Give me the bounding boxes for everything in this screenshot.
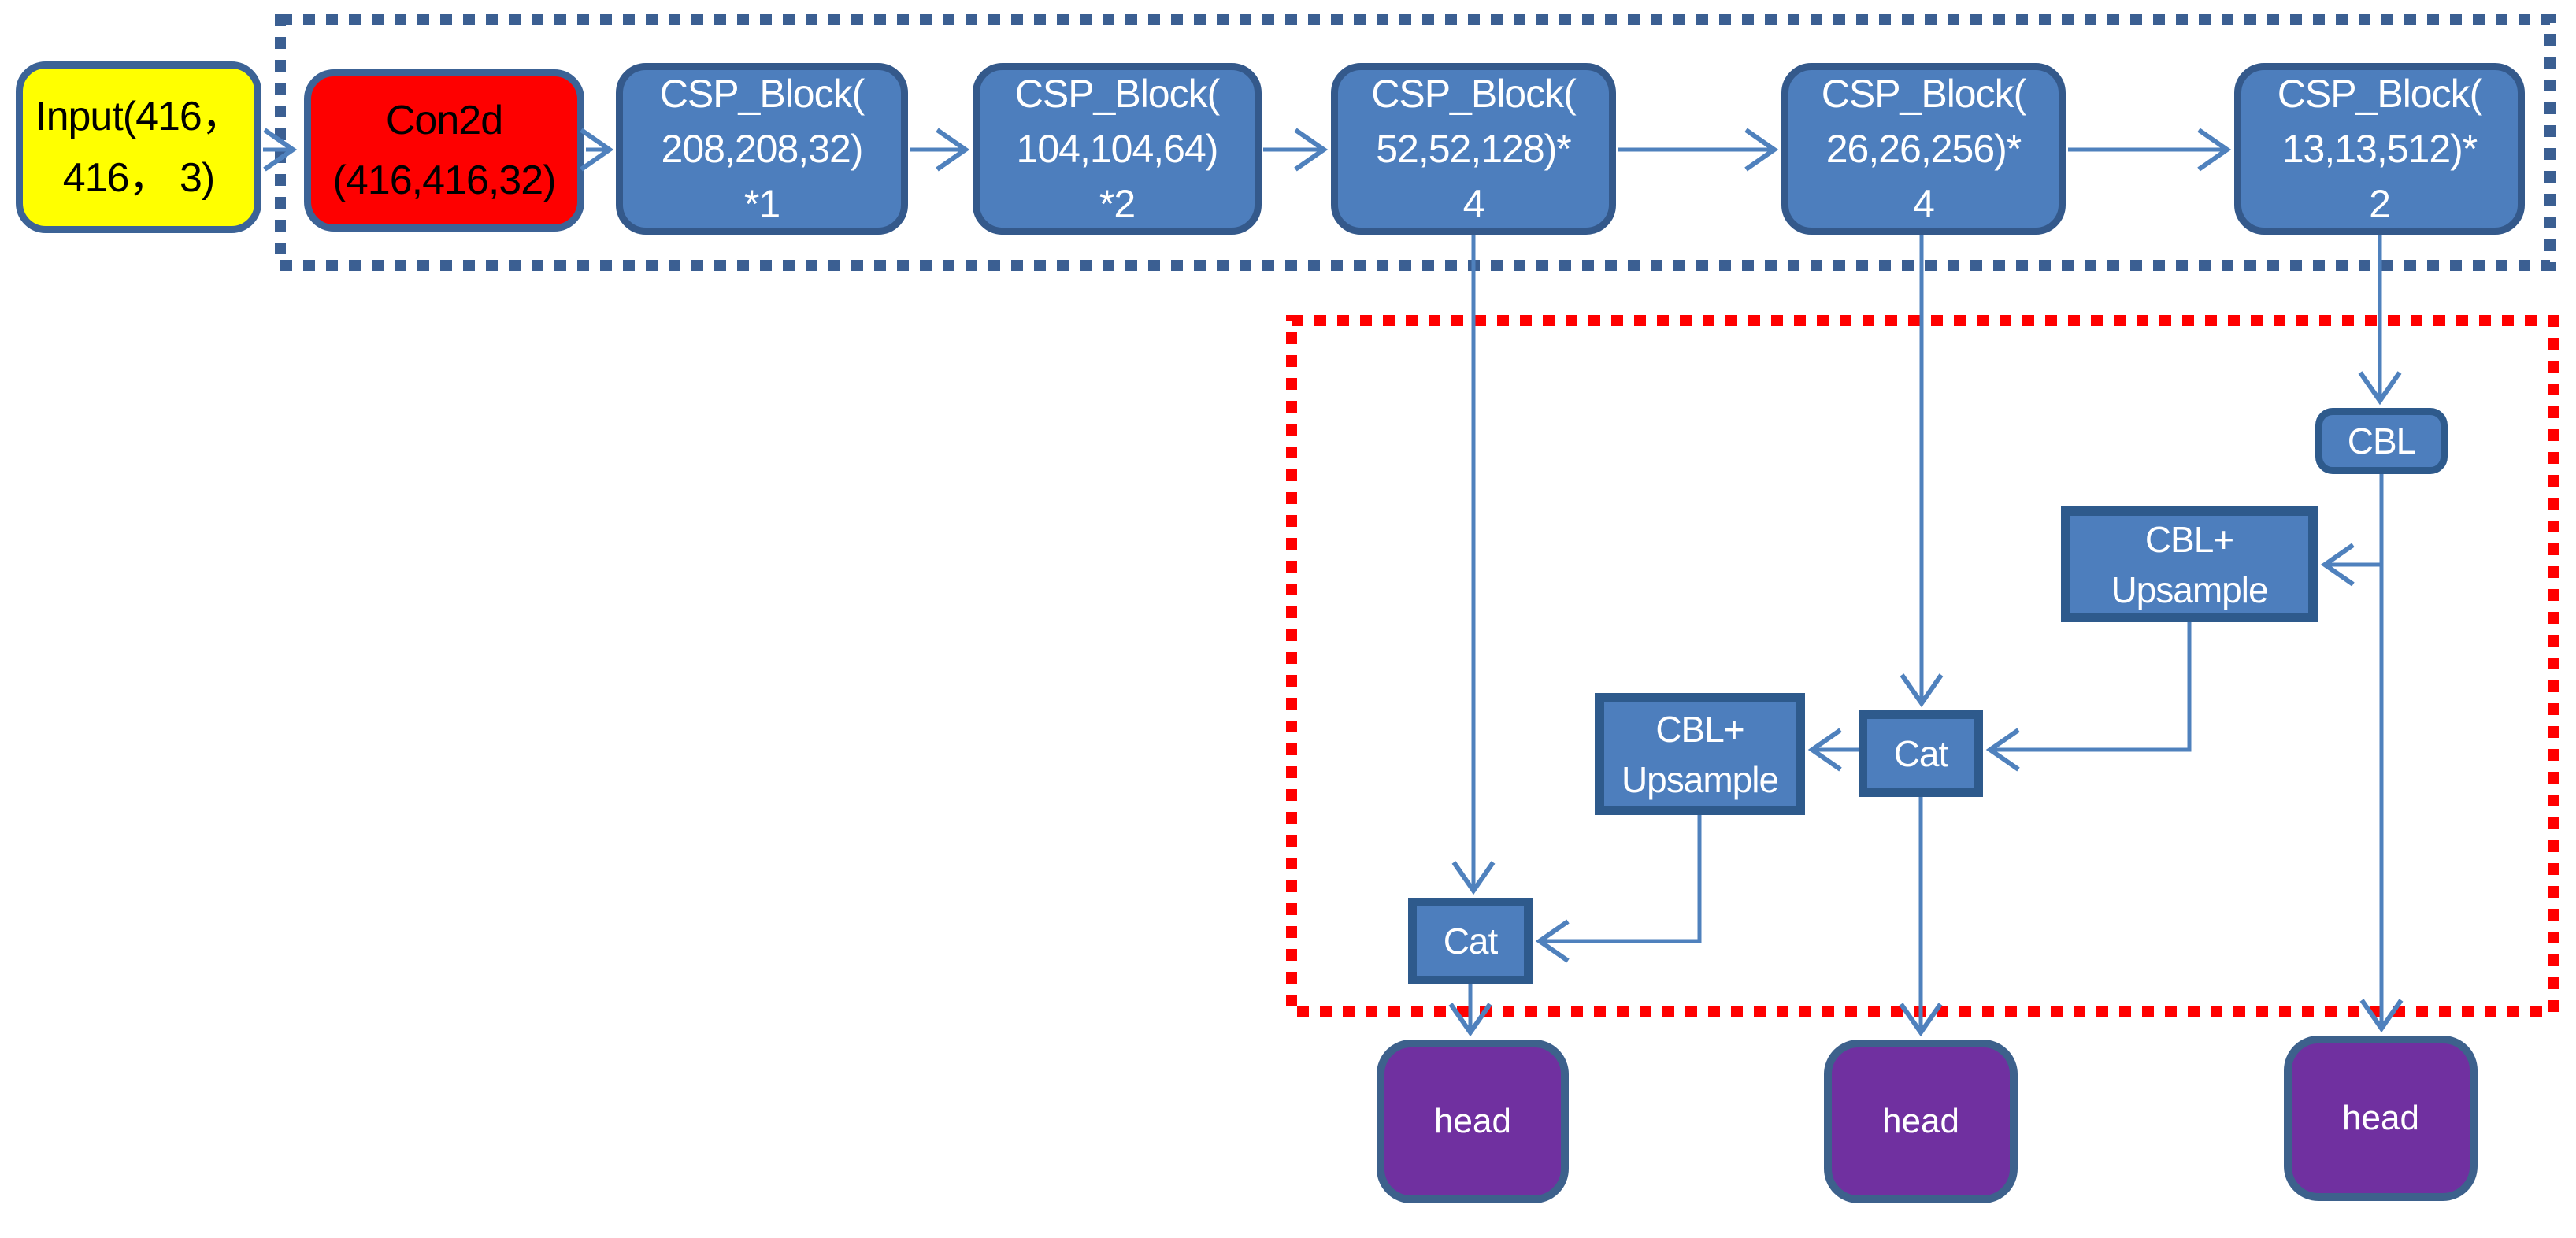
csp-block-5-line2: 13,13,512)* [2281,127,2478,171]
csp-block-3-line3: 4 [1462,182,1485,226]
csp-block-3-line2: 52,52,128)* [1376,127,1572,171]
head-right-label: head [2342,1099,2419,1137]
csp-block-5-line3: 2 [2369,182,2391,226]
cat-left-label: Cat [1443,921,1499,962]
head-right-node: head [2284,1036,2478,1201]
csp-block-4-line3: 4 [1913,182,1935,226]
csp-block-2-node: CSP_Block( 104,104,64) *2 [973,63,1262,235]
csp-block-2-line1: CSP_Block( [1014,72,1221,116]
head-left-label: head [1434,1102,1511,1140]
csp-block-1-line3: *1 [743,182,780,226]
input-node-line1: Input(416， [35,94,243,139]
con2d-node-line1: Con2d [385,98,503,143]
cat-right-node: Cat [1859,710,1983,797]
csp-block-4-line2: 26,26,256)* [1825,127,2022,171]
cbl-upsample-right-line2: Upsample [2111,569,2268,610]
csp-block-4-node: CSP_Block( 26,26,256)* 4 [1781,63,2066,235]
head-left-node: head [1377,1040,1569,1203]
csp-block-4-line1: CSP_Block( [1821,72,2027,116]
cbl-upsample-right-node: CBL+ Upsample [2061,506,2318,622]
csp-block-1-node: CSP_Block( 208,208,32) *1 [616,63,908,235]
con2d-node-line2: (416,416,32) [332,158,557,203]
head-middle-label: head [1882,1102,1959,1140]
head-middle-node: head [1824,1040,2018,1203]
csp-block-2-line2: 104,104,64) [1016,127,1219,171]
csp-block-2-line3: *2 [1099,182,1136,226]
cat-left-node: Cat [1408,898,1533,984]
arrow-upsample-middle-to-cat-left [1535,815,1702,963]
cbl-node-label: CBL [2347,421,2416,461]
input-node: Input(416， 416， 3) [16,61,261,233]
cbl-node: CBL [2315,408,2448,474]
csp-block-1-line1: CSP_Block( [659,72,865,116]
cbl-upsample-middle-line2: Upsample [1621,758,1779,800]
csp-block-5-node: CSP_Block( 13,13,512)* 2 [2234,63,2525,235]
arrow-upsample-right-to-cat-right [1985,622,2192,772]
csp-block-1-line2: 208,208,32) [661,127,864,171]
csp-block-5-line1: CSP_Block( [2277,72,2483,116]
csp-block-3-line1: CSP_Block( [1371,72,1577,116]
input-node-line2: 416， 3) [62,155,215,201]
cbl-upsample-middle-line1: CBL+ [1655,708,1744,750]
cat-right-label: Cat [1893,733,1949,774]
cbl-upsample-middle-node: CBL+ Upsample [1595,693,1805,815]
cbl-upsample-right-line1: CBL+ [2144,518,2234,560]
con2d-node: Con2d (416,416,32) [304,69,584,232]
csp-block-3-node: CSP_Block( 52,52,128)* 4 [1331,63,1616,235]
